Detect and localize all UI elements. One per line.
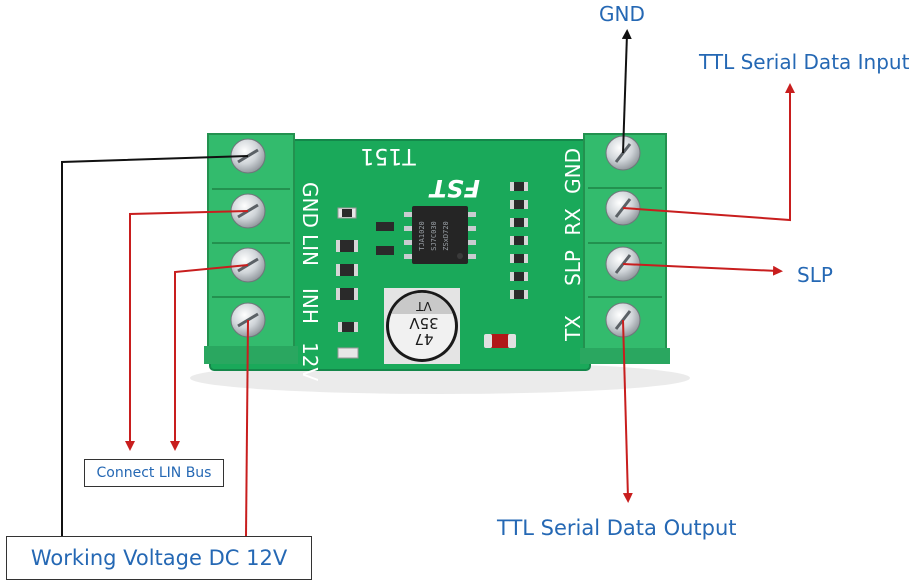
transceiver-chip: TJA1020 SJ7C030 ZSxD720 bbox=[404, 206, 476, 264]
right-pin-label-tx: TX bbox=[561, 315, 585, 342]
wire-gnd-to-voltage bbox=[61, 155, 249, 536]
slp-label: SLP bbox=[797, 263, 833, 287]
wire-gnd-out bbox=[621, 29, 632, 154]
left-pin-label-12v: 12V bbox=[298, 342, 322, 381]
connect-lin-bus-box: Connect LIN Bus bbox=[84, 459, 224, 487]
ttl-serial-input-label: TTL Serial Data Input bbox=[699, 50, 910, 74]
board-brand-logo: FST bbox=[428, 174, 480, 202]
chip-mark-3: ZSxD720 bbox=[442, 221, 450, 251]
right-pin-label-gnd: GND bbox=[561, 148, 585, 194]
pcb-board bbox=[210, 140, 590, 370]
left-pin-label-gnd: GND bbox=[298, 182, 322, 228]
wire-inh-to-bus bbox=[170, 264, 249, 451]
wire-rx-in bbox=[622, 83, 795, 222]
capacitor-series-label: VT bbox=[416, 299, 432, 313]
wire-lin-to-bus bbox=[125, 210, 249, 451]
ttl-serial-output-label: TTL Serial Data Output bbox=[497, 516, 737, 540]
smd-components bbox=[336, 182, 528, 359]
gnd-label: GND bbox=[599, 2, 645, 26]
chip-mark-1: TJA1020 bbox=[418, 221, 426, 251]
wire-tx-out bbox=[622, 319, 633, 503]
capacitor-value-label: 47 bbox=[414, 330, 433, 348]
capacitor-voltage-label: 35V bbox=[409, 314, 439, 332]
right-pin-label-rx: RX bbox=[561, 208, 585, 236]
wire-12v-to-voltage bbox=[245, 319, 249, 537]
left-pin-label-lin: LIN bbox=[298, 234, 322, 266]
board-model-label: T151 bbox=[360, 143, 416, 168]
chip-mark-2: SJ7C030 bbox=[430, 221, 438, 251]
left-pin-label-inh: INH bbox=[298, 288, 322, 324]
electrolytic-capacitor: VT 35V 47 bbox=[384, 288, 460, 364]
wire-slp-out bbox=[622, 263, 783, 276]
working-voltage-box: Working Voltage DC 12V bbox=[6, 536, 312, 580]
right-pin-label-slp: SLP bbox=[561, 250, 585, 286]
